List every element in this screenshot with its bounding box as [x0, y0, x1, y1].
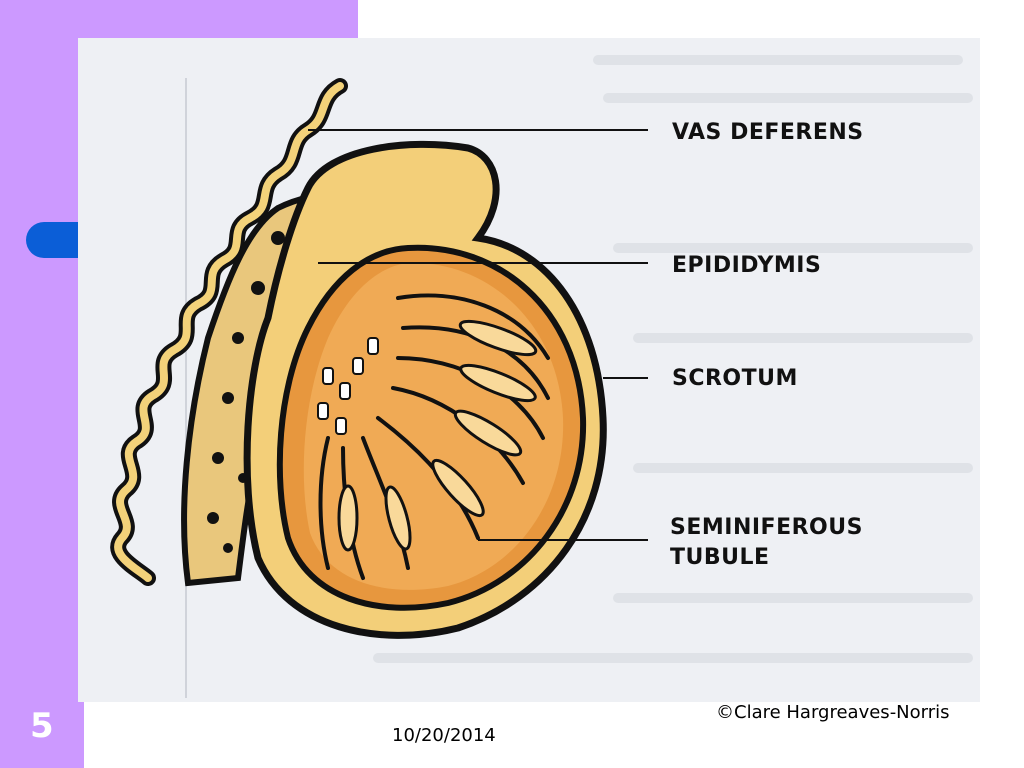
slide-number: 5 [30, 706, 54, 746]
leader-lines [308, 129, 648, 541]
label-epididymis: EPIDIDYMIS [672, 253, 822, 278]
left-accent-band [0, 0, 84, 768]
diagram-image: VAS DEFERENS EPIDIDYMIS SCROTUM SEMINIFE… [78, 38, 980, 702]
copyright-text: ©Clare Hargreaves-Norris [716, 702, 950, 723]
tubule-loops [337, 319, 538, 552]
label-seminiferous-tubule: SEMINIFEROUS TUBULE [670, 515, 863, 570]
label-scrotum: SCROTUM [672, 366, 798, 391]
rete-testis [317, 337, 379, 435]
slide-marker-pill [26, 222, 84, 258]
label-vas-deferens: VAS DEFERENS [672, 120, 864, 145]
top-accent-band [0, 0, 358, 38]
testis-illustration [110, 55, 973, 698]
background-text-lines [373, 55, 973, 663]
slide-date: 10/20/2014 [392, 725, 496, 746]
